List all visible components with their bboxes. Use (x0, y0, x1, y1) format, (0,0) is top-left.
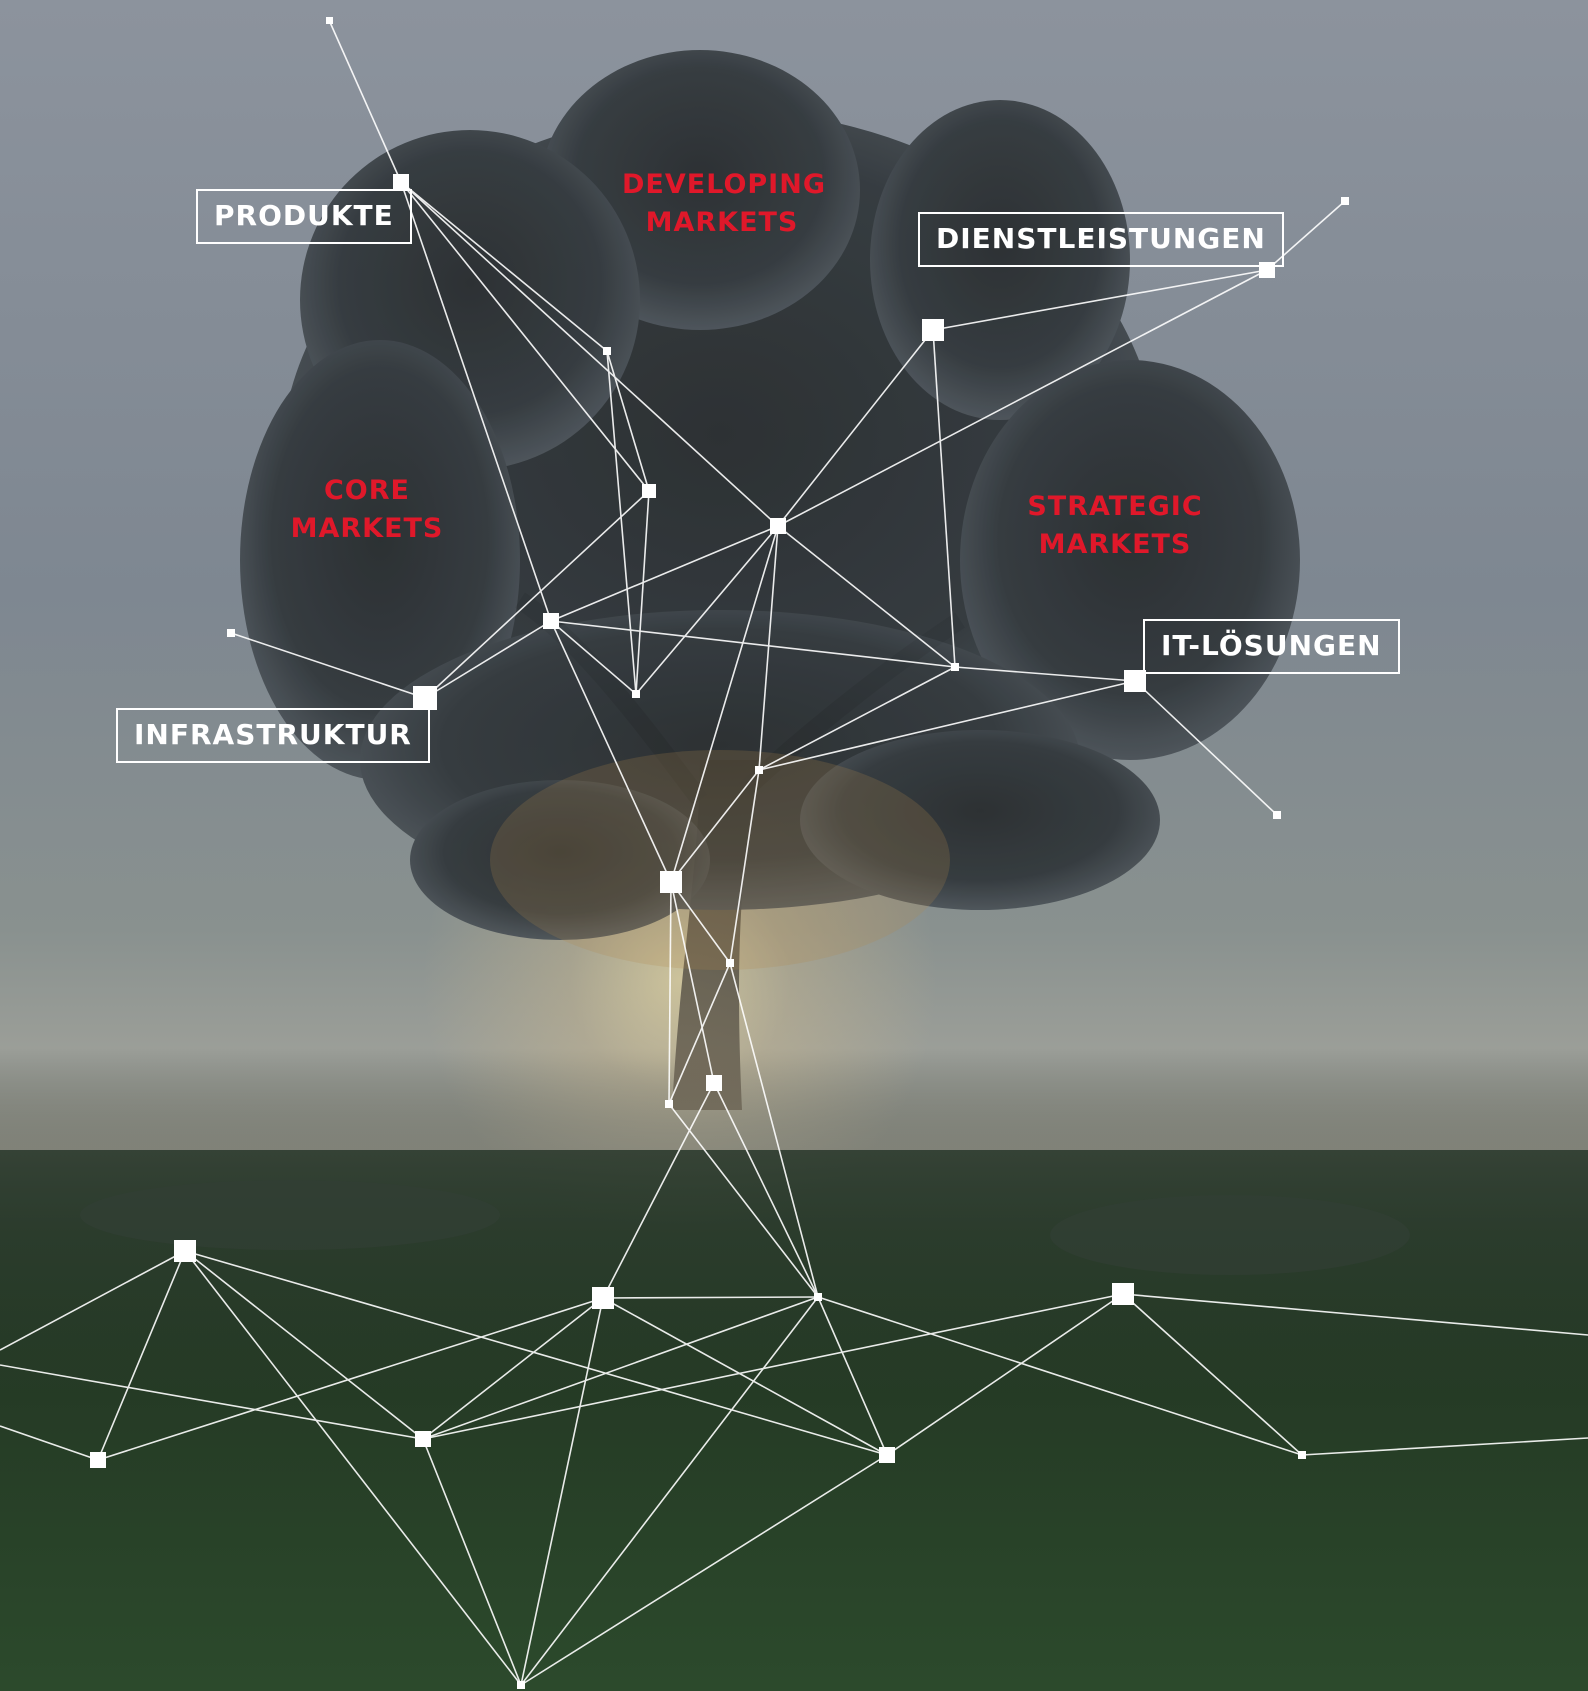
network-node (632, 690, 640, 698)
network-node (90, 1452, 106, 1468)
network-node (517, 1681, 525, 1689)
network-node (592, 1287, 614, 1309)
label-dienstleistungen: DIENSTLEISTUNGEN (918, 212, 1284, 267)
network-node (543, 613, 559, 629)
network-node (1298, 1451, 1306, 1459)
label-it-loesungen: IT-LÖSUNGEN (1143, 619, 1400, 674)
network-node (415, 1431, 431, 1447)
network-node (922, 319, 944, 341)
market-label-line: CORE (323, 475, 410, 506)
network-lines (0, 19, 1588, 1686)
grass-mound (80, 1180, 500, 1250)
network-node (603, 347, 611, 355)
developing-markets-label: DEVELOPING MARKETS (622, 166, 826, 242)
canopy-glow (490, 750, 950, 970)
network-nodes (90, 17, 1349, 1689)
network-node (326, 17, 333, 24)
network-node (642, 484, 656, 498)
network-node (726, 959, 734, 967)
network-node (1341, 197, 1349, 205)
label-produkte: PRODUKTE (196, 189, 412, 244)
strategic-markets-label: STRATEGIC MARKETS (1020, 488, 1210, 564)
network-node (879, 1447, 895, 1463)
network-node (951, 663, 959, 671)
label-infrastruktur: INFRASTRUKTUR (116, 708, 430, 763)
network-node (174, 1240, 196, 1262)
network-node (1273, 811, 1281, 819)
network-node (660, 871, 682, 893)
market-label-line: MARKETS (645, 207, 799, 238)
core-markets-label: CORE MARKETS (287, 472, 447, 548)
network-node (706, 1075, 722, 1091)
tree-canopy (240, 50, 1300, 940)
network-node (227, 629, 235, 637)
network-node (393, 174, 409, 190)
network-node (1112, 1283, 1134, 1305)
network-node (1124, 670, 1146, 692)
market-label-line: MARKETS (1038, 529, 1192, 560)
market-label-line: STRATEGIC (1027, 491, 1203, 522)
network-node (755, 766, 763, 774)
market-label-line: DEVELOPING (622, 169, 826, 200)
network-node (814, 1293, 822, 1301)
network-node (665, 1100, 673, 1108)
network-node (413, 686, 437, 710)
network-node (770, 518, 786, 534)
grass-mound (1050, 1195, 1410, 1275)
market-label-line: MARKETS (290, 513, 444, 544)
